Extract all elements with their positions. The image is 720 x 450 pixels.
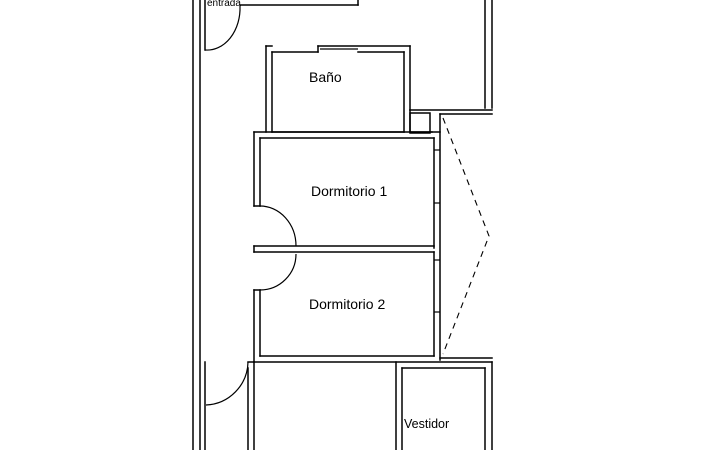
entrance-door [204,0,359,51]
bedroom-2-walls [253,251,493,363]
bedroom-2-door [259,253,297,291]
label-dormitorio-1: Dormitorio 1 [311,183,387,199]
outer-right-wall-top [484,0,493,109]
bedroom-1-walls [253,113,441,361]
pillar [409,112,431,134]
label-bano: Baño [309,69,342,85]
window-ticks [434,149,440,313]
bathroom-walls [265,45,493,133]
lower-left-door [204,361,255,450]
bedroom-1-door [259,205,297,247]
terrace-outline [439,113,493,359]
outer-left-wall [192,0,201,450]
label-entrada: entrada [207,0,241,9]
label-vestidor: Vestidor [404,417,449,431]
vestidor-walls [395,361,493,450]
label-dormitorio-2: Dormitorio 2 [309,296,385,312]
